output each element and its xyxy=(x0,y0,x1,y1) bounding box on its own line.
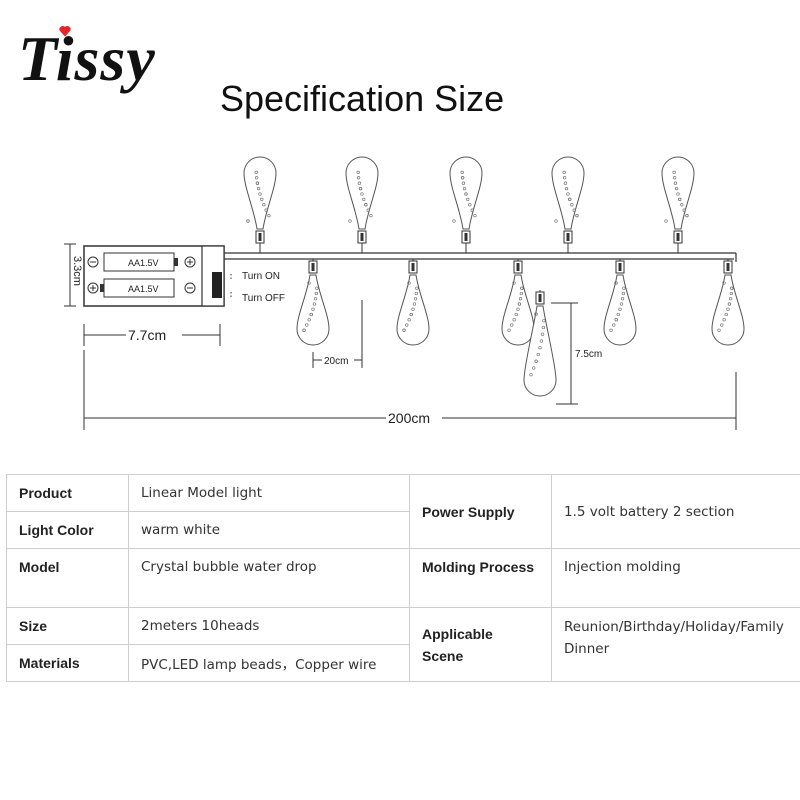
water-drop-bulb xyxy=(603,259,637,346)
upper-drops xyxy=(243,156,695,253)
water-drop-bulb xyxy=(396,259,430,346)
color-value: warm white xyxy=(128,511,410,549)
scene-value: Reunion/Birthday/Holiday/Family Dinner xyxy=(551,607,800,682)
light-string-diagram: AA1.5V AA1.5V Turn ON Turn OFF 3.3cm xyxy=(64,156,745,430)
spacing-dimension: 20cm xyxy=(312,300,363,368)
table-row: Size 2meters 10heads Applicable Scene Re… xyxy=(6,607,800,682)
heart-icon xyxy=(59,26,71,37)
water-drop-bulb xyxy=(345,156,379,253)
svg-text:20cm: 20cm xyxy=(324,356,348,367)
water-drop-bulb xyxy=(449,156,483,253)
drop-dimension: 7.5cm xyxy=(551,302,602,405)
battery-2: AA1.5V xyxy=(87,278,196,298)
power-value: 1.5 volt battery 2 section xyxy=(551,474,800,549)
scene-key: Applicable Scene xyxy=(409,607,552,682)
water-drop-bulb xyxy=(661,156,695,253)
battery-label: AA1.5V xyxy=(128,284,159,294)
water-drop-bulb xyxy=(711,259,745,346)
water-drop-bulb xyxy=(296,259,330,346)
battery-box: AA1.5V AA1.5V xyxy=(83,245,225,307)
total-dimension: 200cm xyxy=(83,350,737,430)
materials-key: Materials xyxy=(6,644,129,682)
size-value: 2meters 10heads xyxy=(128,607,410,645)
brand-logo: Tissy xyxy=(18,23,156,94)
svg-text:3.3cm: 3.3cm xyxy=(71,256,83,286)
battery-label: AA1.5V xyxy=(128,258,159,268)
height-dimension: 3.3cm xyxy=(64,243,83,307)
table-row: Materials PVC,LED lamp beads，Copper wire xyxy=(6,644,800,682)
water-drop-bulb xyxy=(523,290,557,397)
page-title: Specification Size xyxy=(220,78,505,119)
switch-on-label: Turn ON xyxy=(242,271,280,282)
water-drop-bulb xyxy=(551,156,585,253)
product-key: Product xyxy=(6,474,129,512)
materials-value: PVC,LED lamp beads，Copper wire xyxy=(128,644,410,682)
table-row: Model Crystal bubble water drop Molding … xyxy=(6,548,800,608)
power-key: Power Supply xyxy=(409,474,552,549)
svg-text:7.5cm: 7.5cm xyxy=(575,349,602,360)
lower-drops xyxy=(296,259,745,397)
battery-1: AA1.5V xyxy=(87,252,196,272)
svg-text:7.7cm: 7.7cm xyxy=(128,327,166,343)
molding-value: Injection molding xyxy=(551,548,800,608)
product-value: Linear Model light xyxy=(128,474,410,512)
width-dimension: 7.7cm xyxy=(83,324,221,346)
model-value: Crystal bubble water drop xyxy=(128,548,410,608)
model-key: Model xyxy=(6,548,129,608)
switch-off-label: Turn OFF xyxy=(242,293,285,304)
table-row: Light Color warm white xyxy=(6,511,800,549)
spec-table: Product Linear Model light Power Supply … xyxy=(6,474,800,682)
molding-key: Molding Process xyxy=(409,548,552,608)
water-drop-bulb xyxy=(243,156,277,253)
water-drop-bulb xyxy=(501,259,535,346)
svg-text:200cm: 200cm xyxy=(388,410,430,426)
color-key: Light Color xyxy=(6,511,129,549)
size-key: Size xyxy=(6,607,129,645)
table-row: Product Linear Model light Power Supply … xyxy=(6,474,800,549)
